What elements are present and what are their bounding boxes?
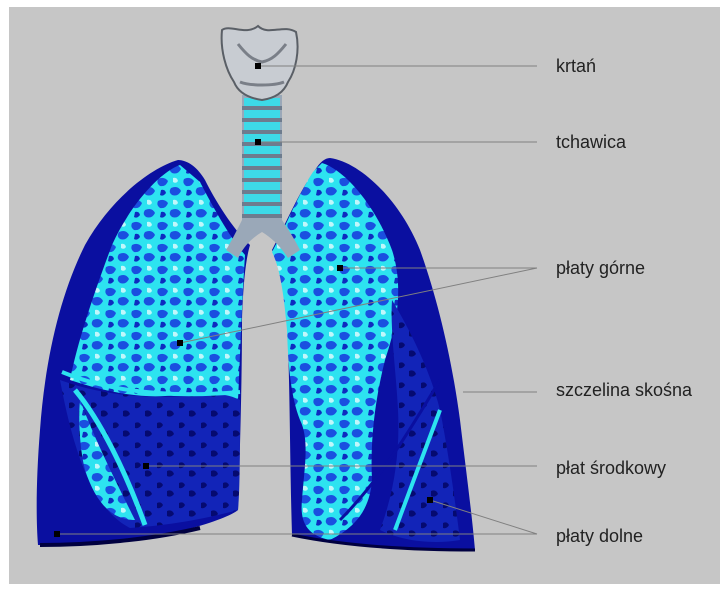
left-lung [272, 158, 475, 551]
right-lung [37, 160, 250, 545]
label-middle-lobe: płat środkowy [556, 458, 666, 478]
label-oblique-fissure: szczelina skośna [556, 380, 692, 400]
trachea [226, 95, 300, 258]
label-upper-lobes: płaty górne [556, 258, 645, 278]
label-larynx: krtań [556, 56, 596, 76]
label-lower-lobes: płaty dolne [556, 526, 643, 546]
label-trachea: tchawica [556, 132, 626, 152]
